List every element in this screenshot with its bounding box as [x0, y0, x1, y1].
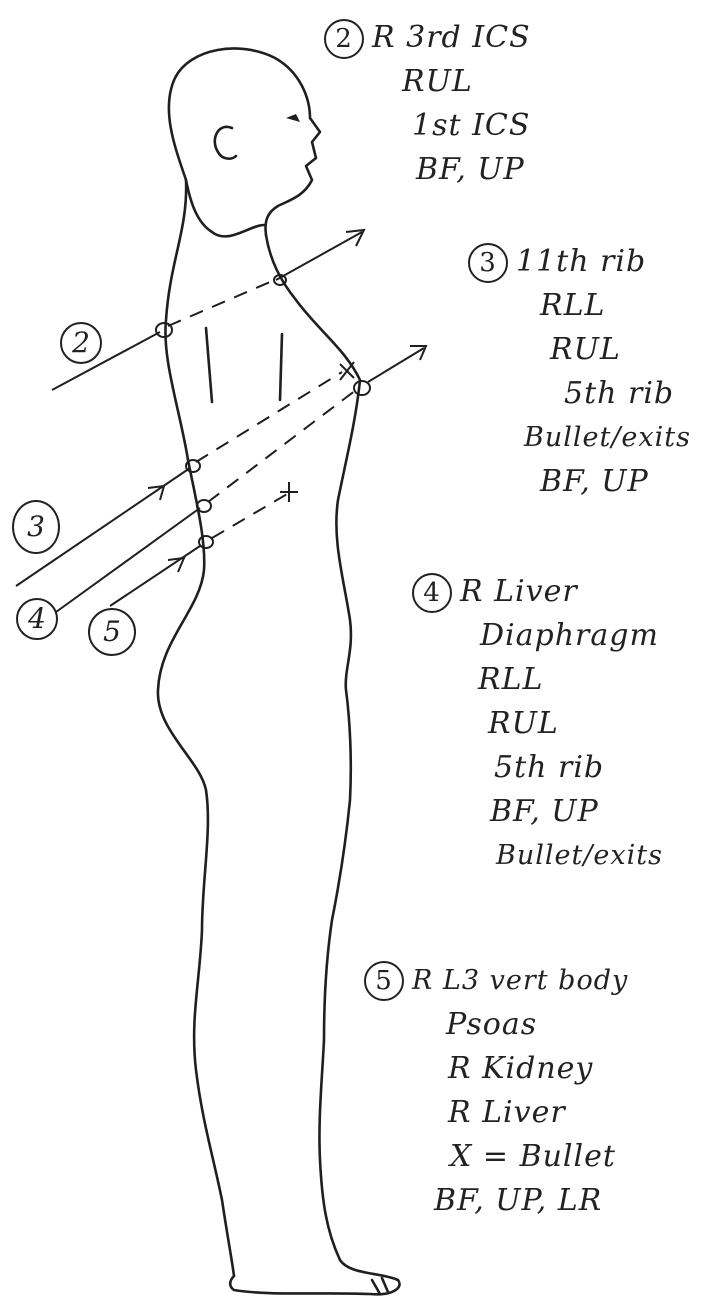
- track-4-path: [208, 390, 356, 502]
- note-3-line-6: BF, UP: [468, 460, 691, 504]
- note-5-line-3: R Kidney: [364, 1047, 628, 1091]
- note-3-line-4: 5th rib: [468, 372, 691, 416]
- track-5-bullet-x: [280, 482, 298, 502]
- wound-label-2: 2: [60, 322, 102, 364]
- wound-label-5: 5: [88, 608, 136, 656]
- note-3-line-1: 11th rib: [516, 244, 646, 279]
- note-5-line-1: R L3 vert body: [412, 965, 628, 996]
- note-5: 5 R L3 vert body Psoas R Kidney R Liver X…: [364, 958, 628, 1223]
- track-3-path: [196, 372, 342, 462]
- note-4-line-1: R Liver: [460, 574, 578, 609]
- ear: [215, 127, 236, 159]
- note-5-line-5: X = Bullet: [364, 1135, 628, 1179]
- note-2-line-3: 1st ICS: [324, 104, 531, 148]
- track-2-path: [168, 282, 270, 326]
- note-5-line-6: BF, UP, LR: [364, 1179, 628, 1223]
- note-4-line-3: RLL: [412, 658, 663, 702]
- track-4-entry-wound: [197, 500, 211, 512]
- note-3-line-5: Bullet/exits: [468, 416, 691, 460]
- note-4-line-7: Bullet/exits: [412, 834, 663, 878]
- note-3-line-2: RLL: [468, 284, 691, 328]
- track-4-exit-wound: [354, 381, 370, 395]
- track-4-exit: [368, 348, 424, 382]
- note-5-line-2: Psoas: [364, 1003, 628, 1047]
- note-4-line-2: Diaphragm: [412, 614, 663, 658]
- body-outline-back-torso: [158, 180, 234, 1276]
- note-3-number: 3: [468, 243, 508, 283]
- note-5-number: 5: [364, 961, 404, 1001]
- note-3-line-3: RUL: [468, 328, 691, 372]
- track-5-entry-wound: [199, 536, 213, 548]
- note-4-number: 4: [412, 573, 452, 613]
- track-3-bullet-x: [340, 362, 354, 380]
- body-outline-back: [169, 48, 320, 236]
- note-4-line-6: BF, UP: [412, 790, 663, 834]
- track-5-path: [212, 490, 294, 538]
- note-4-line-5: 5th rib: [412, 746, 663, 790]
- track-2-entry-wound: [156, 323, 172, 337]
- toe-detail: [372, 1278, 388, 1294]
- note-5-line-4: R Liver: [364, 1091, 628, 1135]
- wound-label-4: 4: [16, 598, 58, 640]
- arm-line-back: [206, 328, 212, 402]
- note-2-line-2: RUL: [324, 60, 531, 104]
- track-2-exit: [276, 232, 362, 280]
- note-2-number: 2: [324, 19, 364, 59]
- track-5-entry: [110, 546, 200, 606]
- arm-line-front: [280, 334, 282, 400]
- note-2-line-4: BF, UP: [324, 148, 531, 192]
- eye: [286, 114, 300, 122]
- wound-label-3: 3: [12, 500, 60, 554]
- note-2-line-1: R 3rd ICS: [372, 20, 531, 55]
- note-4-line-4: RUL: [412, 702, 663, 746]
